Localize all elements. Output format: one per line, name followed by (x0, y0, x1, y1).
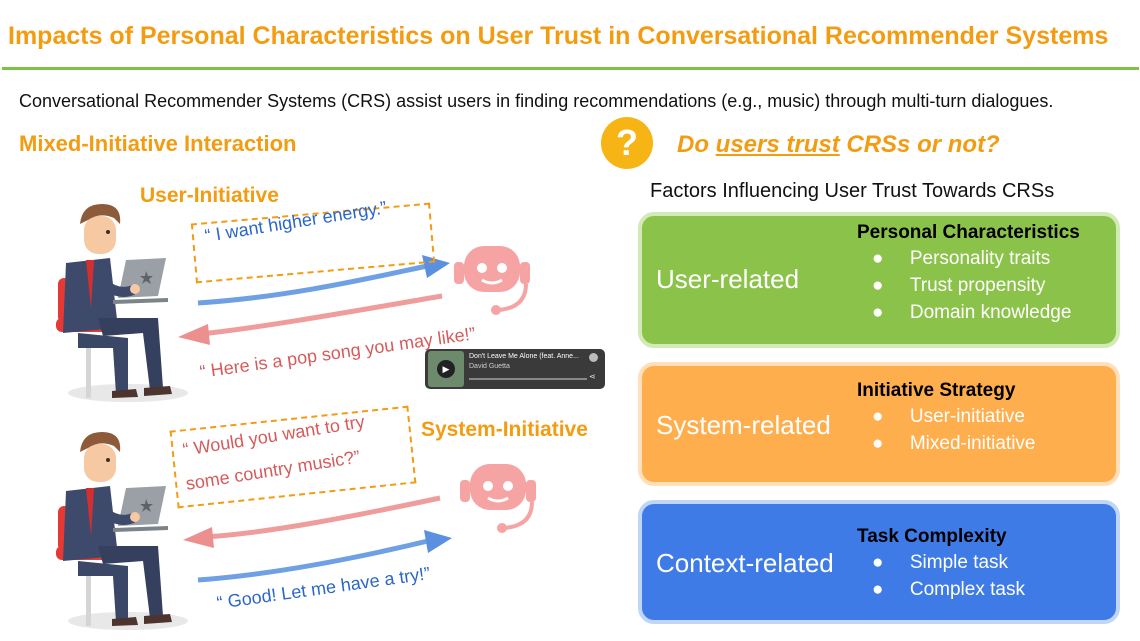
panel-heading: Initiative Strategy (857, 380, 1016, 401)
panel-category: User-related (656, 264, 800, 294)
intro-text: Conversational Recommender Systems (CRS)… (19, 91, 1054, 111)
progress-bar[interactable] (469, 378, 587, 380)
user-figure (56, 432, 188, 630)
panel-item: ● User-initiative (872, 406, 1025, 427)
robot-icon (454, 246, 530, 315)
panel-heading: Task Complexity (857, 526, 1007, 547)
context-related-panel: Context-related Task Complexity ● Simple… (638, 500, 1120, 624)
panel-item: ● Mixed-initiative (872, 433, 1036, 454)
music-service-icon (589, 353, 598, 362)
play-icon[interactable]: ▶ (437, 360, 455, 378)
panel-item: ● Personality traits (872, 248, 1051, 269)
trust-question: Do users trust CRSs or not? (677, 131, 1000, 158)
share-icon[interactable]: ⋖ (589, 372, 596, 381)
panel-category: System-related (656, 410, 831, 440)
robot-icon (460, 464, 536, 533)
question-mark: ? (616, 122, 638, 163)
system-initiative-label: System-Initiative (421, 418, 588, 441)
user-initiative-label: User-Initiative (140, 184, 279, 207)
song-title: Don't Leave Me Alone (feat. Anne... (469, 353, 579, 360)
panel-item: ● Simple task (872, 552, 1009, 573)
panel-item: ● Complex task (872, 579, 1025, 600)
factors-title: Factors Influencing User Trust Towards C… (650, 180, 1055, 202)
system-related-panel: System-related Initiative Strategy ● Use… (638, 362, 1120, 486)
page-title: Impacts of Personal Characteristics on U… (8, 22, 1109, 50)
title-divider (2, 67, 1139, 70)
panel-heading: Personal Characteristics (857, 222, 1080, 243)
question-icon (601, 117, 653, 169)
panel-category: Context-related (656, 548, 834, 578)
song-artist: David Guetta (469, 363, 510, 370)
panel-item: ● Trust propensity (872, 275, 1046, 296)
mixed-initiative-heading: Mixed-Initiative Interaction (19, 131, 297, 156)
panel-item: ● Domain knowledge (872, 302, 1072, 323)
user-related-panel: User-related Personal Characteristics ● … (638, 212, 1120, 348)
user-figure (56, 204, 188, 402)
